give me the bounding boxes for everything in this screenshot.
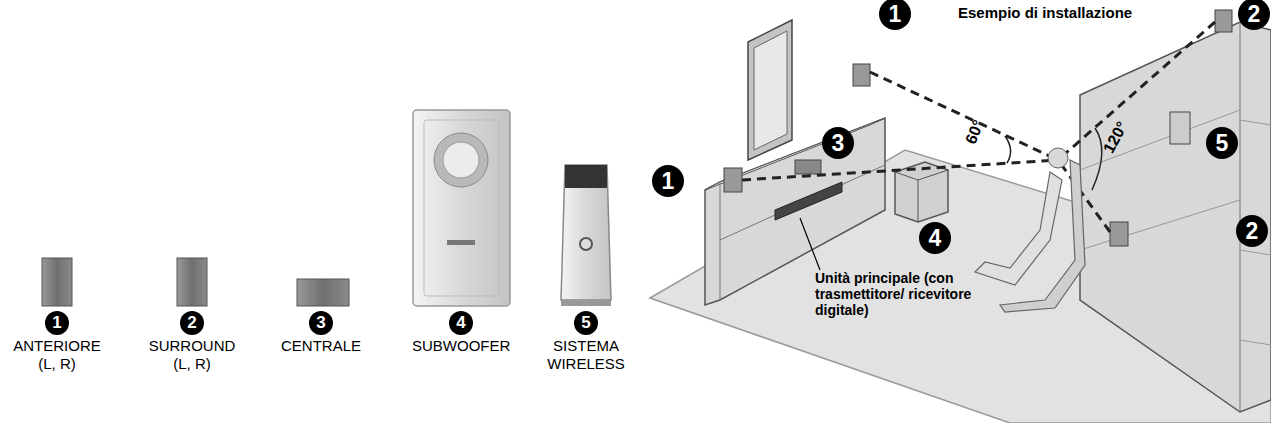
callout-circle: [879, 0, 911, 30]
subwoofer-edge: [895, 170, 948, 180]
callout-number: 2: [177, 308, 207, 338]
center-speaker: [297, 279, 349, 306]
callout-circle: [1206, 127, 1238, 159]
subwoofer: [895, 162, 948, 222]
angle-value: 60°: [962, 118, 988, 147]
callout-circle: [1238, 0, 1270, 30]
angle-arc: [1092, 128, 1102, 190]
listening-lines: [742, 22, 1215, 232]
dashed-line: [742, 160, 1058, 180]
unit-label: Unità principale (con trasmettitore/ ric…: [815, 270, 990, 318]
callout-number: 3: [306, 308, 336, 338]
shelf-line: [1080, 200, 1240, 250]
main-unit: [775, 182, 842, 220]
callout-number: 4: [446, 308, 476, 338]
dashed-line: [1058, 160, 1110, 232]
wireless-system: [1170, 112, 1190, 144]
part-name: ANTERIORE (L, R): [8, 337, 106, 373]
callout-circle: [1236, 215, 1268, 247]
dashed-line: [870, 72, 1058, 160]
part-name: CENTRALE: [272, 337, 370, 355]
callout-number: 1: [880, 0, 910, 29]
front-speaker: [853, 64, 870, 86]
tv: [748, 20, 792, 160]
subwoofer-panel: [424, 120, 499, 296]
part-name: SURROUND (L, R): [143, 337, 241, 373]
wireless-button: [580, 238, 592, 250]
callout-number: 4: [920, 223, 950, 253]
brand-badge: [447, 240, 475, 245]
part-name: SUBWOOFER: [412, 337, 510, 355]
shelf-line: [720, 182, 721, 300]
center-speaker: [795, 160, 821, 174]
callout-number: 2: [1237, 216, 1267, 246]
listener-head: [1048, 148, 1068, 168]
surround-speaker: [1215, 10, 1232, 32]
callout-number: 3: [823, 128, 853, 158]
shelf-line: [1240, 120, 1271, 125]
callout-circle: [919, 222, 951, 254]
callout-number: 1: [42, 308, 72, 338]
wireless-base: [561, 300, 611, 306]
wireless-system: [561, 165, 611, 300]
surround-speaker: [177, 258, 207, 306]
angle-arc: [1005, 136, 1011, 163]
listener-body: [975, 172, 1062, 285]
shelf-line: [1240, 22, 1241, 412]
callout-circle: [822, 127, 854, 159]
surround-speaker: [1110, 222, 1128, 246]
callout-circle: [652, 165, 684, 197]
shelf-line: [1080, 110, 1240, 170]
callout-number: 5: [1207, 128, 1237, 158]
shelf-line: [1240, 250, 1271, 255]
wireless-top: [565, 165, 607, 188]
callout-number: 5: [571, 308, 601, 338]
subwoofer-edge: [918, 180, 919, 222]
figure-title: Esempio di installazione: [958, 4, 1132, 21]
front-speaker: [42, 258, 72, 306]
woofer-dome: [443, 142, 479, 178]
woofer-cone: [434, 133, 488, 187]
tv-screen: [754, 31, 787, 150]
subwoofer: [413, 110, 510, 306]
shelf-line: [1240, 340, 1271, 345]
front-speaker: [724, 168, 742, 192]
rear-shelf: [1080, 22, 1271, 412]
callout-number: 2: [1239, 0, 1269, 29]
part-name: SISTEMA WIRELESS: [543, 337, 629, 373]
callout-number: 1: [653, 166, 683, 196]
chair: [1000, 160, 1085, 312]
dashed-line: [1058, 22, 1215, 160]
leader-line: [800, 218, 820, 270]
